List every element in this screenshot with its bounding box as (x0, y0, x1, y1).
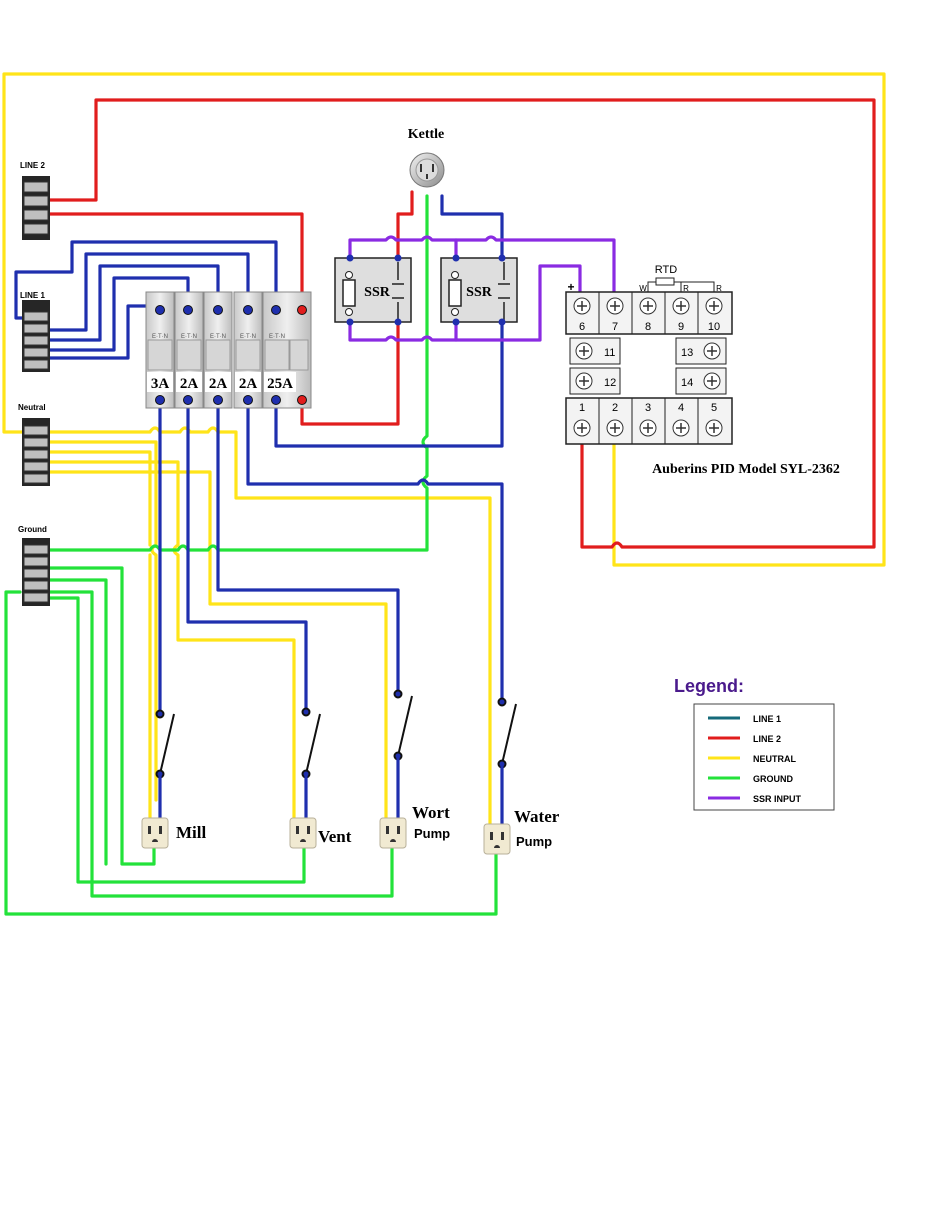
legend-title: Legend: (674, 676, 744, 696)
pid-terminal-11: 11 (604, 347, 615, 359)
pid-terminal-2: 2 (612, 402, 618, 414)
pid-terminal-3: 3 (645, 402, 651, 414)
breaker-rating: 2A (209, 376, 228, 392)
terminal-block-ground (22, 538, 50, 606)
outlet-wort-sub: Pump (414, 826, 450, 841)
rtd-w-label: W (639, 284, 647, 293)
pid-terminal-8: 8 (645, 321, 651, 333)
pid-terminal-6: 6 (579, 321, 585, 333)
rtd-sensor: RTD W R R (639, 264, 722, 293)
neutral-label: Neutral (18, 403, 46, 412)
outlet-vent-label: Vent (318, 827, 352, 846)
breaker-brand: E·T·N (269, 334, 285, 340)
outlet-wort-label: Wort (412, 803, 450, 822)
switch-water (497, 697, 517, 769)
pid-terminal-1: 1 (579, 402, 585, 414)
breaker-panel: E·T·N E·T·N E·T·N E·T·N E·T·N (145, 291, 312, 409)
rtd-r1-label: R (683, 284, 689, 293)
breaker-rating: 2A (239, 376, 258, 392)
legend-label: SSR INPUT (753, 794, 802, 804)
breaker-rating: 2A (180, 376, 199, 392)
legend-label: LINE 1 (753, 714, 781, 724)
outlet-mill (141, 817, 169, 849)
pid-terminal-7: 7 (612, 321, 618, 333)
breaker-brand: E·T·N (240, 334, 256, 340)
pid-terminal-13: 13 (681, 347, 693, 359)
ground-wires (4, 194, 498, 916)
pid-terminal-9: 9 (678, 321, 684, 333)
rtd-r2-label: R (716, 284, 722, 293)
outlet-wort (379, 817, 407, 849)
line1-label: LINE 1 (20, 291, 45, 300)
outlet-vent (289, 817, 317, 849)
kettle-label: Kettle (408, 127, 445, 142)
legend-label: GROUND (753, 774, 793, 784)
kettle-receptacle (409, 152, 445, 188)
ground-label: Ground (18, 525, 47, 534)
legend-label: LINE 2 (753, 734, 781, 744)
pid-terminal-12: 12 (604, 377, 616, 389)
switch-mill (155, 709, 175, 779)
line2-wires (46, 98, 876, 549)
outlet-water-label: Water (514, 807, 560, 826)
legend-label: NEUTRAL (753, 754, 796, 764)
outlet-water-sub: Pump (516, 834, 552, 849)
pid-bottom-terminals: 1 2 3 4 5 (565, 397, 733, 445)
breaker-rating: 25A (267, 376, 293, 392)
pid-model-label: Auberins PID Model SYL-2362 (652, 462, 840, 477)
pid-mid-terminals: 11 12 13 14 (569, 337, 727, 395)
pid-controller: 6 7 8 9 10 11 12 13 14 (565, 264, 840, 477)
legend: Legend: LINE 1 LINE 2 NEUTRAL GROUND SSR… (674, 676, 835, 811)
ssr-right-label: SSR (466, 285, 493, 300)
switches (155, 689, 517, 779)
rtd-label: RTD (655, 264, 677, 276)
ssr-left-label: SSR (364, 285, 391, 300)
breaker-brand: E·T·N (181, 334, 197, 340)
outlet-mill-label: Mill (176, 823, 206, 842)
switch-vent (301, 707, 321, 779)
pid-terminal-4: 4 (678, 402, 684, 414)
terminal-block-line1 (22, 300, 50, 372)
line1-wires (14, 194, 504, 714)
pid-terminal-14: 14 (681, 377, 693, 389)
outlet-water (483, 823, 511, 855)
breaker-rating: 3A (151, 376, 170, 392)
line2-label: LINE 2 (20, 161, 45, 170)
pid-terminal-5: 5 (711, 402, 717, 414)
plus-label: + (567, 280, 574, 294)
pid-top-terminals: 6 7 8 9 10 (565, 291, 733, 335)
switch-wort (393, 689, 413, 761)
breaker-brand: E·T·N (210, 334, 226, 340)
terminal-block-line2 (22, 176, 50, 240)
terminal-block-neutral (22, 418, 50, 486)
ssr-left: SSR (334, 254, 412, 326)
ssr-right: SSR (440, 254, 518, 326)
breaker-brand: E·T·N (152, 334, 168, 340)
pid-terminal-10: 10 (708, 321, 720, 333)
